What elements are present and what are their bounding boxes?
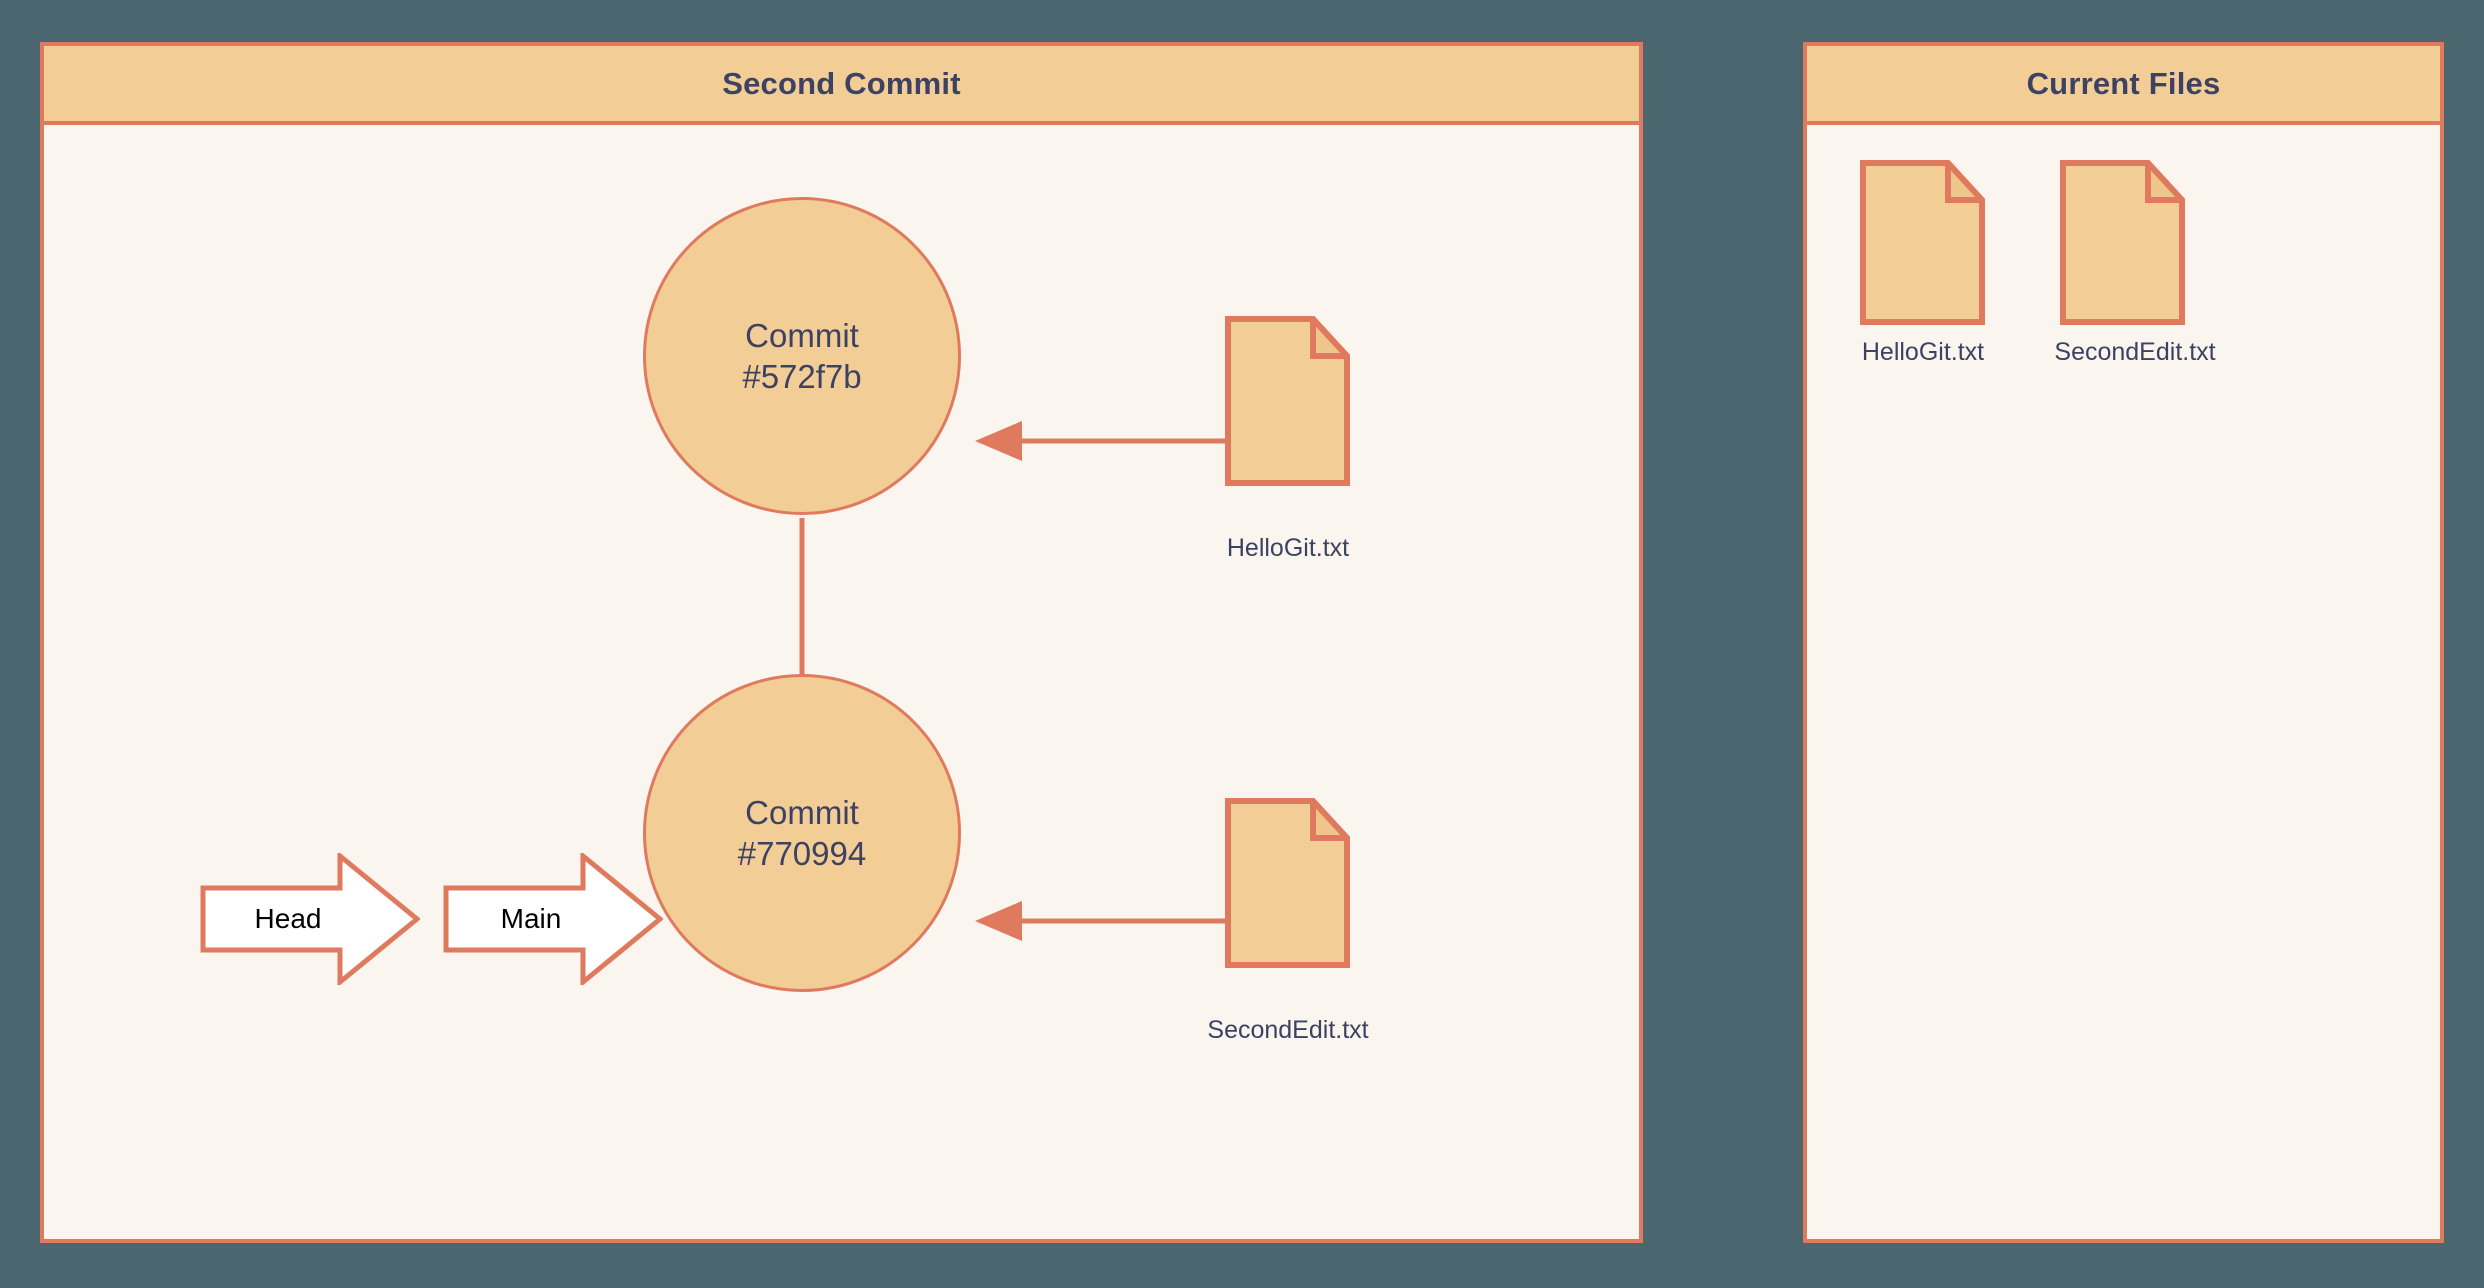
head-ref-label: Head	[254, 903, 322, 934]
file-label-secondedit: SecondEdit.txt	[1207, 1016, 1369, 1044]
main-ref-arrow[interactable]: Main	[443, 853, 663, 985]
file-label-hellogit: HelloGit.txt	[1226, 534, 1350, 562]
commit-node-770994[interactable]: Commit #770994	[643, 674, 961, 992]
current-files-panel-header: Current Files	[1807, 46, 2440, 125]
commit-node-label: Commit	[745, 793, 859, 831]
current-file-label-secondedit: SecondEdit.txt	[2054, 338, 2216, 366]
commit-node-hash: #572f7b	[742, 358, 862, 395]
main-ref-label: Main	[500, 903, 562, 934]
head-ref-arrow[interactable]: Head	[200, 853, 420, 985]
current-files-panel-title: Current Files	[2026, 65, 2221, 101]
commit-node-label: Commit	[745, 316, 859, 354]
current-file-label-hellogit: HelloGit.txt	[1861, 338, 1985, 366]
commit-node-572f7b[interactable]: Commit #572f7b	[643, 197, 961, 515]
commit-node-hash: #770994	[737, 835, 867, 872]
second-commit-panel-title: Second Commit	[722, 65, 961, 101]
second-commit-panel-header: Second Commit	[44, 46, 1639, 125]
